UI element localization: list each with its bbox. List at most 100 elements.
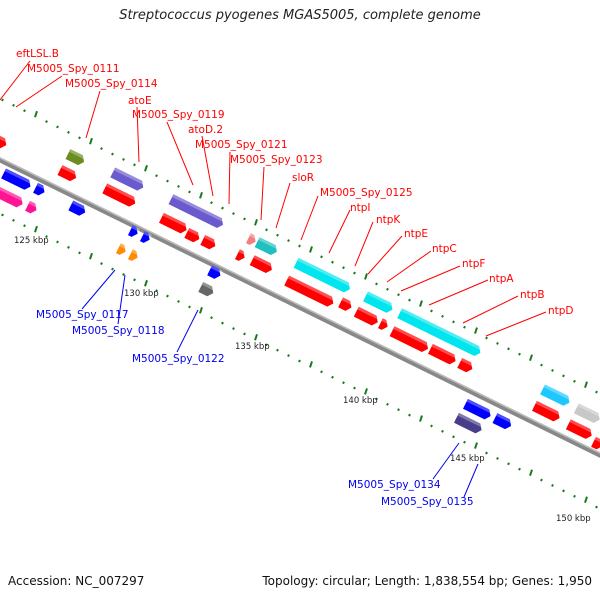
gene-label[interactable]: ntpI (350, 202, 371, 214)
feature-gene-red[interactable] (338, 297, 354, 312)
tick-mark (595, 505, 598, 509)
feature-gene-red[interactable] (159, 212, 189, 235)
feature-gene-red[interactable] (377, 318, 391, 331)
feature-cds-blue[interactable] (207, 265, 223, 280)
feature-gene-red[interactable] (428, 343, 458, 366)
feature-gene-red[interactable] (389, 326, 431, 354)
feature-gene-red[interactable] (284, 275, 336, 309)
gene-label[interactable]: M5005_Spy_0117 (36, 309, 129, 321)
gene-label[interactable]: M5005_Spy_0121 (195, 139, 288, 151)
gene-label[interactable]: atoE (128, 95, 152, 107)
feature-cds-blue[interactable] (68, 200, 88, 218)
kbp-label: 145 kbp (450, 454, 485, 464)
feature-cds-cyan[interactable] (397, 308, 483, 358)
tick-mark (78, 251, 81, 255)
tick-mark (166, 179, 169, 183)
tick-mark (89, 137, 93, 145)
gene-label[interactable]: M5005_Spy_0114 (65, 78, 158, 90)
feature-gene-red[interactable] (532, 400, 562, 423)
feature-gene-red[interactable] (102, 183, 138, 209)
gene-label[interactable]: M5005_Spy_0119 (132, 109, 225, 121)
feature-cds-cyan[interactable] (363, 291, 395, 314)
feature-gene-red[interactable] (184, 227, 202, 244)
gene-label[interactable]: ntpE (404, 228, 428, 240)
leader-line (0, 60, 31, 101)
accession: Accession: NC_007297 (8, 574, 145, 588)
tick-mark (562, 374, 565, 378)
tick-mark (23, 109, 26, 113)
tick-mark (111, 152, 114, 156)
feature-gene-red[interactable] (0, 133, 9, 150)
feature-cds-olive[interactable] (65, 149, 87, 167)
gene-label[interactable]: atoD.2 (188, 124, 223, 136)
feature-cds-slateblue[interactable] (110, 167, 146, 193)
gene-label[interactable]: M5005_Spy_0134 (348, 479, 441, 491)
feature-cds-blue[interactable] (463, 398, 493, 421)
gene-label[interactable]: ntpK (376, 214, 401, 226)
feature-cds-blue[interactable] (492, 413, 514, 431)
tick-mark (34, 225, 38, 233)
tick-mark (463, 325, 466, 329)
tick-mark (89, 252, 93, 260)
tick-mark (441, 314, 444, 318)
tick-mark (155, 174, 158, 178)
gene-label[interactable]: M5005_Spy_0111 (27, 63, 120, 75)
feature-cds-blue[interactable] (1, 168, 33, 191)
tick-mark (353, 386, 356, 390)
feature-cds-blue[interactable] (33, 182, 47, 197)
gene-label[interactable]: ntpF (462, 258, 485, 270)
leader-line (386, 250, 432, 283)
gene-label[interactable]: ntpB (520, 289, 545, 301)
gene-label[interactable]: eftLSL.B (16, 48, 59, 60)
feature-cds-blue[interactable] (127, 225, 141, 238)
tick-mark (122, 157, 125, 161)
feature-gene-red[interactable] (57, 165, 79, 183)
tick-mark (551, 484, 554, 487)
leader-line (328, 209, 351, 254)
kbp-label: 150 kbp (556, 514, 591, 524)
tick-mark (12, 103, 15, 107)
feature-cds-darkslate[interactable] (454, 412, 484, 435)
gene-label[interactable]: ntpD (548, 305, 574, 317)
feature-cds-blue[interactable] (139, 231, 153, 244)
tick-mark (573, 494, 576, 498)
feature-cds-gray[interactable] (198, 281, 216, 298)
feature-cds-pink[interactable] (25, 200, 39, 215)
feature-cds-skyblue[interactable] (540, 384, 572, 407)
kbp-label: 125 kbp (14, 236, 49, 246)
tick-mark (375, 282, 378, 286)
gene-label[interactable]: sloR (292, 172, 314, 184)
gene-label[interactable]: M5005_Spy_0122 (132, 353, 225, 365)
feature-cds-cyan[interactable] (293, 257, 353, 294)
feature-cds-pink[interactable] (0, 186, 25, 209)
feature-gene-red[interactable] (234, 249, 248, 262)
tick-mark (353, 271, 356, 275)
feature-cds-rose[interactable] (245, 233, 259, 246)
tick-mark (309, 246, 313, 253)
feature-cds-slateblue[interactable] (168, 194, 226, 229)
gene-label[interactable]: ntpC (432, 243, 457, 255)
tick-mark (485, 336, 488, 340)
gene-label[interactable]: M5005_Spy_0135 (381, 496, 474, 508)
gene-label[interactable]: ntpA (489, 273, 514, 285)
feature-gene-red[interactable] (200, 234, 218, 251)
feature-cds-teal[interactable] (254, 237, 280, 257)
tick-mark (210, 201, 213, 205)
gene-label[interactable]: M5005_Spy_0118 (72, 325, 165, 337)
feature-gene-red[interactable] (353, 306, 381, 327)
gene-label[interactable]: M5005_Spy_0125 (320, 187, 413, 199)
genome-backbone (0, 157, 600, 458)
leader-line (463, 463, 479, 498)
tick-marks (1, 98, 598, 509)
leader-line (300, 195, 319, 241)
feature-cds-orange[interactable] (115, 243, 129, 256)
feature-cds-orange[interactable] (127, 249, 141, 262)
feature-gene-red[interactable] (249, 255, 275, 275)
tick-mark (56, 125, 59, 129)
gene-label[interactable]: M5005_Spy_0123 (230, 154, 323, 166)
feature-gene-red[interactable] (565, 419, 595, 440)
feature-gene-red[interactable] (457, 357, 475, 374)
feature-cds-silver[interactable] (573, 403, 600, 424)
